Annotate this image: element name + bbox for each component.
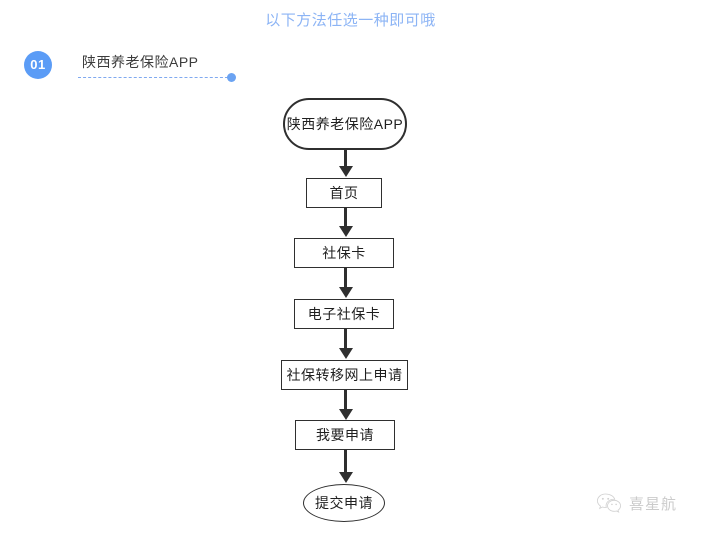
step-underline-dash: [78, 77, 228, 78]
watermark-text: 喜星航: [629, 495, 678, 513]
flow-arrow-6-head: [338, 472, 353, 483]
step-number-badge: 01: [24, 51, 52, 79]
step-label: 陕西养老保险APP: [82, 54, 199, 70]
flow-arrow-4-head: [338, 348, 353, 359]
flow-arrow-1-line: [344, 150, 347, 169]
flow-node-transfer-application[interactable]: 社保转移网上申请: [281, 360, 408, 390]
flow-node-electronic-card[interactable]: 电子社保卡: [294, 299, 394, 329]
flow-node-submit-application[interactable]: 提交申请: [303, 484, 385, 522]
flow-node-social-security-card[interactable]: 社保卡: [294, 238, 394, 268]
flow-arrow-2-head: [338, 226, 353, 237]
flow-arrow-5-line: [344, 390, 347, 411]
step-underline-dot: [227, 73, 236, 82]
flow-arrow-2-line: [344, 208, 347, 228]
flow-node-my-application[interactable]: 我要申请: [295, 420, 395, 450]
watermark: 喜星航: [596, 492, 677, 514]
flow-arrow-1-head: [338, 166, 353, 177]
flow-arrow-3-head: [338, 287, 353, 298]
flow-node-app[interactable]: 陕西养老保险APP: [283, 98, 407, 150]
page-title: 以下方法任选一种即可哦: [265, 12, 436, 29]
wechat-icon: [597, 493, 621, 513]
flow-arrow-6-line: [344, 450, 347, 474]
flow-arrow-4-line: [344, 329, 347, 350]
flow-node-home[interactable]: 首页: [306, 178, 382, 208]
flow-arrow-5-head: [338, 409, 353, 420]
flow-arrow-3-line: [344, 268, 347, 289]
